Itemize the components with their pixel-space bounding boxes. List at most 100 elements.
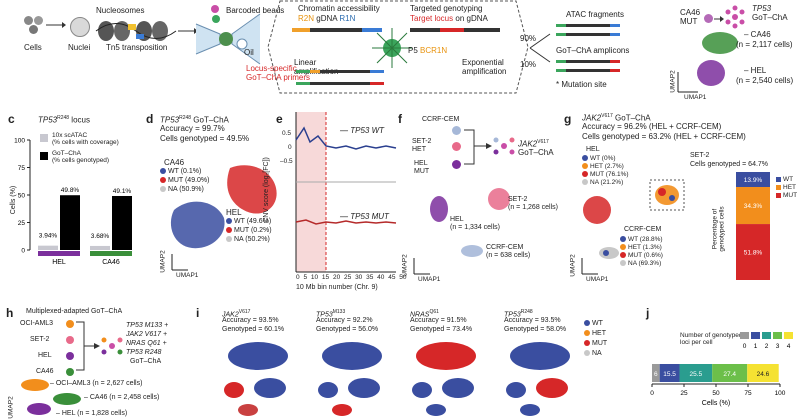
cell-icon — [452, 126, 461, 135]
legend-swatch — [751, 332, 760, 339]
data-label-gotcha: 49.1% — [113, 188, 132, 195]
cells-label: Cells — [24, 43, 42, 52]
ca46-mut-legend: MUT (49.0%) — [160, 177, 210, 185]
tn5-label: Tn5 transposition — [106, 43, 168, 52]
legend-item-label: 1 — [754, 343, 758, 350]
umap-hel-cluster — [27, 403, 51, 415]
hel-mut-legend: MUT (0.2%) — [226, 227, 272, 235]
target-fragment — [410, 28, 500, 32]
cell-icon — [452, 160, 461, 169]
split-arrows — [529, 33, 551, 63]
umap1-label: UMAP1 — [684, 94, 707, 101]
line-oci: OCI-AML3 — [20, 320, 54, 327]
plot-4-genotyped: Genotyped = 58.0% — [504, 326, 567, 333]
bead-primer-icon — [372, 28, 412, 68]
gotcha-label-h: GoT–ChA — [130, 358, 162, 365]
panel-d-title: TP53R248 GoT–ChA — [160, 115, 229, 125]
umap-hel-cluster — [430, 196, 448, 222]
barcoded-beads-label: Barcoded beads — [226, 6, 285, 15]
cell-icon — [34, 16, 43, 25]
umap-ca46-cluster — [53, 393, 81, 405]
umap-ccrf-cluster — [599, 247, 619, 259]
y-tick-label: 50 — [18, 193, 26, 200]
legend-sc-label: 10x scATAC (% cells with coverage) — [52, 132, 119, 146]
ccrf-na-legend: NA (69.3%) — [620, 260, 661, 267]
umap-hel-blue-cluster — [170, 201, 225, 249]
bar-segment — [747, 364, 779, 382]
panel-c-label: c — [8, 112, 15, 126]
legend-mut: MUT — [584, 340, 607, 348]
set2-n-label: SET-2 (n = 1,268 cells) — [508, 196, 558, 211]
umap2-label-g: UMAP2 — [569, 254, 577, 277]
bead-icon — [211, 5, 219, 13]
bar-gotcha — [60, 195, 80, 250]
umap-ca46-red-cluster — [227, 165, 277, 214]
panel-h-label: h — [6, 306, 14, 320]
panel-i-label: i — [196, 306, 200, 320]
plot-3-genotyped: Genotyped = 73.4% — [410, 326, 473, 333]
bar-segment-label: 25.5 — [690, 371, 703, 378]
target-locus-line: Target locus on gDNA — [410, 14, 488, 23]
cnv-ytick-2: –0.5 — [280, 158, 293, 165]
stack-segment-wt — [736, 172, 770, 188]
set2-legend-wt: WT — [776, 176, 793, 183]
hel-wt-legend: WT (0%) — [582, 155, 616, 162]
x-tick-label: 0 — [650, 390, 654, 397]
line-hel: HEL — [38, 352, 52, 359]
locus-primers-label: Locus-specific GoT–ChA primers — [246, 64, 311, 82]
bar-segment-label: 27.4 — [723, 371, 736, 378]
data-label-gotcha: 49.8% — [61, 187, 80, 194]
bar-y-label: Percentage of genotyped cells — [711, 206, 726, 252]
legend-item-label: 0 — [743, 343, 747, 350]
ca46-wt-legend: WT (0.1%) — [160, 168, 201, 176]
jak2-label: JAK2V617 — [518, 139, 549, 149]
legend-swatch — [740, 332, 749, 339]
on-gdna-label: on gDNA — [455, 14, 488, 23]
legend-swatch — [784, 332, 793, 339]
x-tick-label: 100 — [775, 390, 786, 397]
panel-j-legend-title: Number of genotyped loci per cell — [680, 332, 743, 346]
panel-j-label: j — [646, 306, 650, 320]
plot-2-accuracy: Accuracy = 92.2% — [316, 317, 373, 324]
ccrf-n-label: CCRF-CEM (n = 638 cells) — [486, 244, 531, 259]
hel-wt-legend: WT (49.6%) — [226, 218, 271, 226]
cnv-mut-label: — TP53 MUT — [340, 212, 389, 221]
plot-1-accuracy: Accuracy = 93.5% — [222, 317, 279, 324]
atac-fragments-label: ATAC fragments — [566, 10, 624, 19]
umap-axes-icon — [413, 258, 430, 275]
group-bar — [38, 251, 80, 256]
arrow-icon — [714, 16, 724, 22]
plot-1-title: JAK2V617 — [222, 309, 251, 319]
hel-label-d: HEL — [226, 208, 242, 217]
pct-10-label: 10% — [520, 60, 537, 69]
bar-segment — [652, 364, 660, 382]
cnv-ytick-1: 0 — [288, 144, 292, 151]
ca46-na-legend: NA (50.9%) — [160, 186, 204, 194]
target-3: NRAS Q61 + — [126, 340, 167, 347]
cell-icon — [66, 336, 74, 344]
plot-4-title: TP53R248 — [504, 309, 533, 319]
panel-h-title: Multiplexed-adapted GoT–ChA — [26, 308, 123, 315]
stack-segment-mut — [736, 224, 770, 280]
bead-cluster-icon — [725, 5, 745, 29]
ca46-label: CA46 — [164, 158, 185, 167]
umap2-label: UMAP2 — [669, 70, 677, 93]
y-tick-label: 25 — [18, 220, 26, 227]
y-tick-label: 75 — [18, 165, 26, 172]
data-label-scatac: 3.94% — [39, 233, 58, 240]
hel-label-f: HEL — [414, 160, 428, 167]
gotcha-label-f: GoT–ChA — [518, 148, 554, 157]
gotcha-amplicons-label: GoT–ChA amplicons — [556, 46, 630, 55]
segment-label: 51.8% — [744, 250, 763, 257]
panel-d-genotyped: Cells genotyped = 49.5% — [160, 134, 250, 143]
atac-fragment-lines — [556, 24, 620, 36]
hel-n-label: HEL (n = 1,334 cells) — [450, 216, 500, 231]
mutation-site-label: * Mutation site — [556, 80, 607, 89]
umap-hel-red-cluster — [583, 196, 611, 224]
nucleosomes-icon — [95, 21, 177, 41]
legend-item-label: 2 — [765, 343, 769, 350]
legend-wt: WT — [584, 320, 603, 328]
bar-segment — [679, 364, 713, 382]
